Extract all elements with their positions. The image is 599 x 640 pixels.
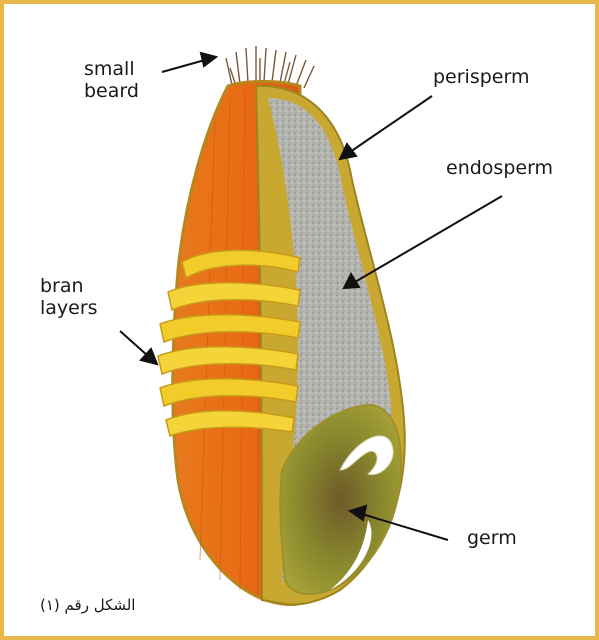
bran-layers-label-line2: layers [40,297,98,319]
figure-caption: الشكل رقم (١) [40,596,135,614]
small-beard-label-line2: beard [84,80,139,102]
perisperm-label: perisperm [433,66,529,88]
arrow-bran-layers [120,331,157,364]
arrow-perisperm [340,96,432,159]
arrow-small-beard [162,53,216,72]
bran-layers-label: bran layers [40,275,98,319]
endosperm-label: endosperm [446,157,553,179]
germ-label: germ [467,527,517,549]
bran-layers-label-line1: bran [40,275,98,297]
small-beard-label: small beard [84,58,139,102]
small-beard-label-line1: small [84,58,139,80]
